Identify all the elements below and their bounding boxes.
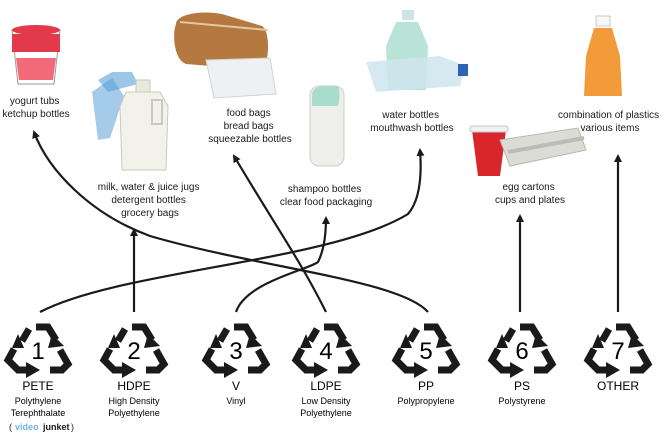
water-bottle-icon xyxy=(366,10,468,92)
svg-text:(: ( xyxy=(9,422,12,432)
svg-text:Polypropylene: Polypropylene xyxy=(397,396,454,406)
svg-text:Polythylene: Polythylene xyxy=(15,396,62,406)
milk-jug-icon xyxy=(92,72,169,171)
code-hdpe: 2 HDPE High Density Polyethylene xyxy=(104,327,164,418)
svg-text:Polyethylene: Polyethylene xyxy=(300,408,352,418)
svg-text:Low Density: Low Density xyxy=(301,396,351,406)
svg-text:V: V xyxy=(232,379,240,393)
svg-text:1: 1 xyxy=(31,338,44,365)
svg-text:7: 7 xyxy=(611,338,624,365)
arrow-pete-to-water-bottles xyxy=(39,148,425,313)
svg-text:PP: PP xyxy=(418,379,434,393)
yogurt-cup-icon xyxy=(11,25,61,85)
cup-and-egg-carton-icon xyxy=(469,125,587,176)
use-label-pete: yogurt tubs ketchup bottles xyxy=(2,96,69,120)
svg-text:4: 4 xyxy=(319,338,332,365)
svg-text:): ) xyxy=(71,422,74,432)
svg-text:video: video xyxy=(15,422,39,432)
svg-text:2: 2 xyxy=(127,338,140,365)
use-label-pp: water bottles mouthwash bottles xyxy=(370,110,453,134)
svg-text:HDPE: HDPE xyxy=(117,379,150,393)
arrow-ldpe-to-food-bags xyxy=(232,154,327,313)
use-label-ps: egg cartons cups and plates xyxy=(495,182,565,206)
use-label-other: combination of plastics various items xyxy=(558,110,662,134)
svg-text:Polystyrene: Polystyrene xyxy=(498,396,545,406)
svg-text:PS: PS xyxy=(514,379,530,393)
use-label-v: shampoo bottles clear food packaging xyxy=(280,184,372,208)
svg-text:OTHER: OTHER xyxy=(597,379,639,393)
credit-logo: ( video junket ) xyxy=(9,422,74,432)
code-other: 7 OTHER xyxy=(588,327,648,393)
svg-text:junket: junket xyxy=(42,422,70,432)
svg-text:High Density: High Density xyxy=(108,396,160,406)
code-pete: 1 PETE Polythylene Terephthalate xyxy=(8,327,68,418)
orange-juice-bottle-icon xyxy=(584,15,622,96)
code-v: 3 V Vinyl xyxy=(206,327,266,406)
code-ps: 6 PS Polystyrene xyxy=(492,327,552,406)
use-label-hdpe: milk, water & juice jugs detergent bottl… xyxy=(98,182,202,219)
connection-arrows xyxy=(32,130,622,313)
svg-text:5: 5 xyxy=(419,338,432,365)
svg-text:PETE: PETE xyxy=(22,379,53,393)
shampoo-bottle-icon xyxy=(309,85,345,167)
use-label-ldpe: food bags bread bags squeezable bottles xyxy=(208,108,291,145)
svg-text:Polyethylene: Polyethylene xyxy=(108,408,160,418)
arrow-v-to-shampoo xyxy=(234,216,330,313)
arrow-pp-to-yogurt xyxy=(32,130,429,313)
svg-text:Terephthalate: Terephthalate xyxy=(11,408,66,418)
bread-bag-icon xyxy=(174,12,277,99)
code-ldpe: 4 LDPE Low Density Polyethylene xyxy=(296,327,356,418)
svg-text:LDPE: LDPE xyxy=(310,379,341,393)
use-labels: yogurt tubs ketchup bottles milk, water … xyxy=(2,96,662,219)
svg-text:3: 3 xyxy=(229,338,242,365)
svg-text:6: 6 xyxy=(515,338,528,365)
svg-text:Vinyl: Vinyl xyxy=(226,396,245,406)
code-pp: 5 PP Polypropylene xyxy=(396,327,456,406)
